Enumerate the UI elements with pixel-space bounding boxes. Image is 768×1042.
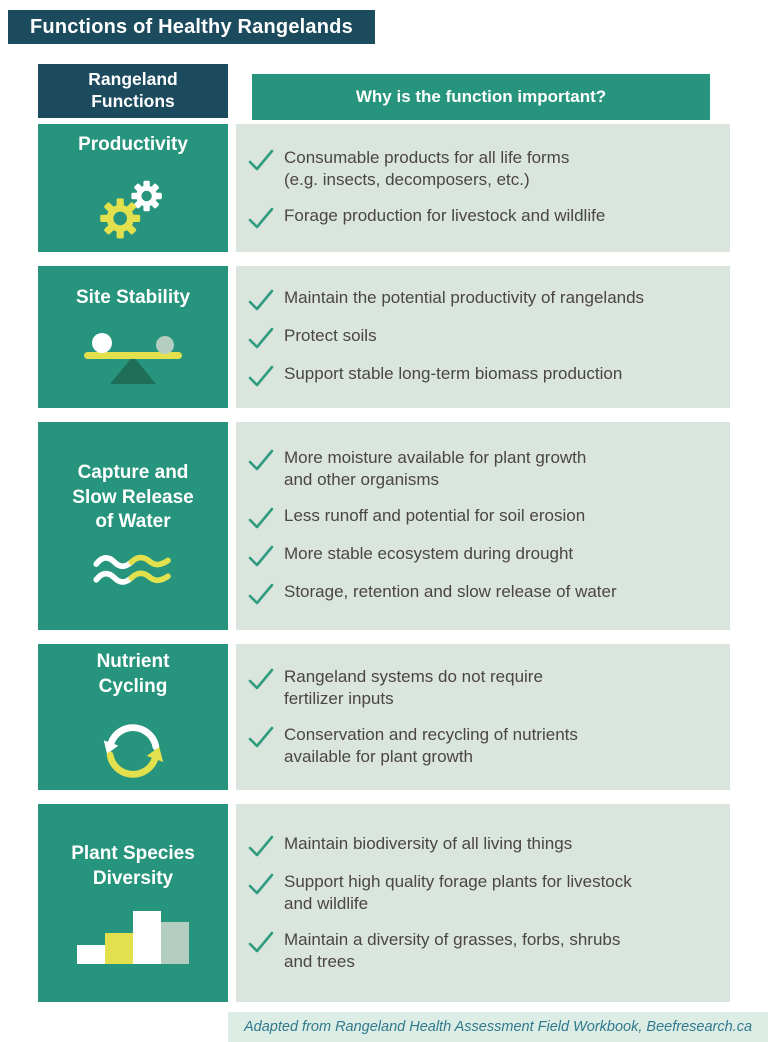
benefit-text: Support high quality forage plants for l… [284,871,632,913]
function-title: Capture and Slow Release of Water [72,461,194,533]
benefit-item: Storage, retention and slow release of w… [248,581,716,605]
benefit-item: Maintain a diversity of grasses, forbs, … [248,929,716,973]
table-row: Capture and Slow Release of Water More m… [38,422,730,630]
recycle-arrows-icon [94,716,172,784]
benefit-text: Protect soils [284,326,377,345]
benefit-item: Consumable products for all life forms (… [248,147,716,191]
benefit-item: Protect soils [248,325,716,349]
table-row: Nutrient Cycling Rangeland systems do no… [38,644,730,790]
checkmark-icon [248,327,274,349]
column-header-why-important: Why is the function important? [252,74,710,120]
function-cell: Capture and Slow Release of Water [38,422,228,630]
balance-icon [77,326,189,388]
checkmark-icon [248,449,274,471]
benefit-item: Conservation and recycling of nutrients … [248,724,716,768]
function-title: Nutrient Cycling [96,651,170,697]
benefit-item: Rangeland systems do not require fertili… [248,666,716,710]
benefit-text: Support stable long-term biomass product… [284,364,623,383]
benefit-text: Consumable products for all life forms (… [284,147,570,189]
checkmark-icon [248,149,274,171]
benefit-text: More stable ecosystem during drought [284,544,574,564]
function-cell: Plant Species Diversity [38,804,228,1002]
benefits-cell: More moisture available for plant growth… [236,422,730,630]
checkmark-icon [248,365,274,387]
table-header-row: Rangeland Functions Why is the function … [38,64,730,120]
benefit-text: Conservation and recycling of nutrients … [284,725,578,767]
water-waves-icon [91,551,175,591]
checkmark-icon [248,668,274,690]
column-header-wrap: Why is the function important? [236,64,730,120]
checkmark-icon [248,835,274,857]
benefit-item: Support stable long-term biomass product… [248,363,716,387]
benefit-text: Forage production for livestock and wild… [284,206,606,226]
footer-credit: Adapted from Rangeland Health Assessment… [228,1012,768,1042]
bar-chart-icon [77,908,189,964]
benefit-item: Maintain the potential productivity of r… [248,287,716,311]
benefit-text: Rangeland systems do not require fertili… [284,666,543,708]
benefit-item: Support high quality forage plants for l… [248,871,716,915]
function-title: Plant Species Diversity [71,843,195,889]
function-cell: Nutrient Cycling [38,644,228,790]
benefits-cell: Maintain biodiversity of all living thin… [236,804,730,1002]
functions-table: Rangeland Functions Why is the function … [38,64,730,1002]
table-row: Site Stability Maintain the potential pr… [38,266,730,408]
benefit-text: More moisture available for plant growth… [284,447,587,489]
checkmark-icon [248,931,274,953]
checkmark-icon [248,207,274,229]
checkmark-icon [248,545,274,567]
benefits-cell: Maintain the potential productivity of r… [236,266,730,408]
benefit-item: Maintain biodiversity of all living thin… [248,833,716,857]
column-header-rangeland-functions: Rangeland Functions [38,64,228,118]
benefit-item: Less runoff and potential for soil erosi… [248,505,716,529]
page-title: Functions of Healthy Rangelands [8,10,375,44]
benefit-text: Less runoff and potential for soil erosi… [284,506,586,526]
benefit-item: More moisture available for plant growth… [248,447,716,491]
table-row: Productivity Consumable products for all… [38,124,730,252]
checkmark-icon [248,873,274,895]
benefit-text: Storage, retention and slow release of w… [284,582,617,602]
benefits-cell: Rangeland systems do not require fertili… [236,644,730,790]
function-cell: Site Stability [38,266,228,408]
table-rows: Productivity Consumable products for all… [38,124,730,1002]
gears-icon [93,173,173,243]
benefits-cell: Consumable products for all life forms (… [236,124,730,252]
checkmark-icon [248,583,274,605]
checkmark-icon [248,507,274,529]
function-title: Site Stability [75,286,191,308]
benefit-item: More stable ecosystem during drought [248,543,716,567]
benefit-text: Maintain the potential productivity of r… [284,288,645,307]
benefit-text: Maintain biodiversity of all living thin… [284,833,573,853]
table-row: Plant Species Diversity Maintain biodive… [38,804,730,1002]
function-cell: Productivity [38,124,228,252]
function-title: Productivity [78,133,188,155]
checkmark-icon [248,726,274,748]
checkmark-icon [248,289,274,311]
benefit-text: Maintain a diversity of grasses, forbs, … [284,930,621,972]
benefit-item: Forage production for livestock and wild… [248,205,716,229]
